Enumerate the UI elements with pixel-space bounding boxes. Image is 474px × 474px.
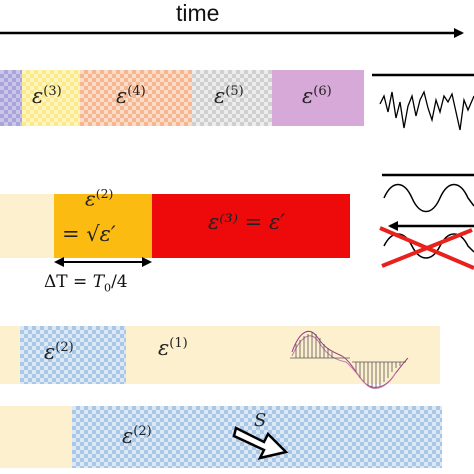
row2-eps2-label: ε(2) — [85, 186, 114, 211]
row4-hollow-arrow — [232, 426, 289, 460]
row2-eps3-expression: ε⁽³⁾ = ε′ — [208, 210, 285, 234]
row1-random-waveform — [379, 90, 474, 131]
time-label: time — [176, 0, 220, 26]
row1-eps4-segment — [80, 70, 192, 126]
row2-eps2-expression: = √ε′ — [62, 222, 116, 246]
row3-beige-left — [0, 326, 20, 384]
row4-beige-segment — [0, 406, 72, 468]
row3-eps2-segment — [20, 326, 126, 384]
row4-s-label: S — [254, 410, 267, 431]
row3-pulse-train — [290, 332, 406, 388]
row2-beige-segment — [0, 194, 54, 258]
delta-t-label: ΔT = T0/4 — [44, 272, 128, 295]
row3-wave-packet — [291, 330, 409, 389]
row3-eps2-label: ε(2) — [44, 340, 74, 364]
red-cross-stroke-2 — [381, 228, 473, 268]
row4-eps2-label: ε(2) — [122, 424, 152, 448]
row1-eps6-segment — [272, 70, 364, 126]
row1-blue-checker-segment — [0, 70, 22, 126]
row2-eps2-segment — [54, 194, 152, 258]
row1-eps5-label: ε(5) — [214, 84, 244, 108]
row4-eps2-segment — [72, 406, 442, 468]
row2-forward-wave — [383, 183, 474, 213]
row2-eps3-segment — [152, 194, 350, 258]
row3-eps1-label: ε(1) — [158, 336, 188, 360]
row1-eps4-label: ε(4) — [116, 84, 146, 108]
row1-eps3-label: ε(3) — [32, 84, 62, 108]
row1-eps6-label: ε(6) — [302, 84, 332, 108]
row1-eps3-segment — [22, 70, 80, 126]
row1-eps5-segment — [192, 70, 272, 126]
